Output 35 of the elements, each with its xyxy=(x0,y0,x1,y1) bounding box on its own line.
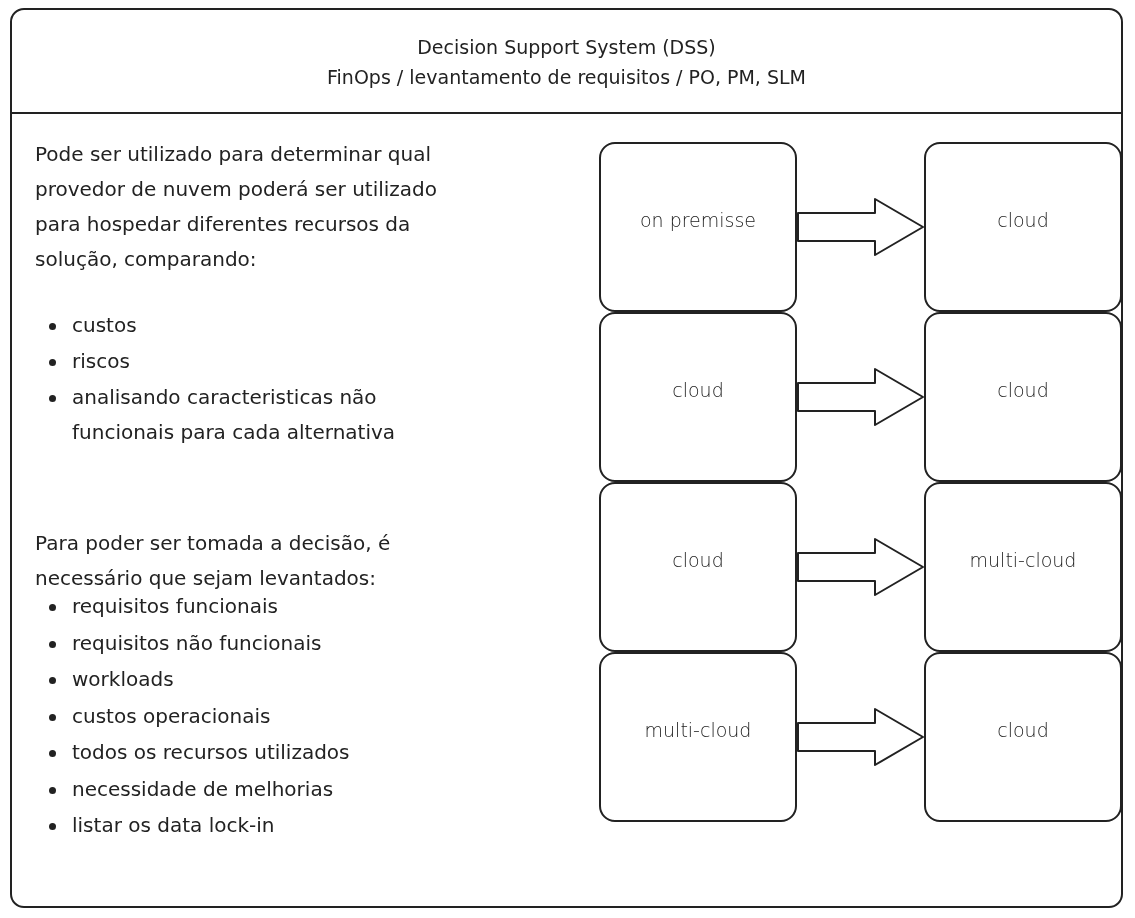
process-box xyxy=(599,142,797,312)
block-arrow xyxy=(797,368,924,426)
list-item: workloads xyxy=(72,666,175,693)
list-item: necessidade de melhorias xyxy=(72,776,335,803)
box-label: cloud xyxy=(672,549,724,571)
list-item: listar os data lock-in xyxy=(72,812,276,839)
process-box xyxy=(599,312,797,482)
box-label: cloud xyxy=(997,209,1049,231)
process-box xyxy=(599,652,797,822)
panel-subheading: FinOps / levantamento de requisitos / PO, PM, SLM xyxy=(326,66,807,88)
list-item: requisitos funcionais xyxy=(72,593,279,620)
list-item: todos os recursos utilizados xyxy=(72,739,351,766)
process-box xyxy=(924,312,1122,482)
list-item: requisitos não funcionais xyxy=(72,630,323,657)
box-label: multi-cloud xyxy=(644,719,752,741)
frame-panel xyxy=(10,8,1123,908)
list-item: custos xyxy=(72,312,138,339)
box-label: cloud xyxy=(997,379,1049,401)
paragraph: Pode ser utilizado para determinar qual provedor de nuvem poderá ser utilizado para hospedar diferentes recursos da solução, comparando: xyxy=(35,141,438,273)
process-box xyxy=(599,482,797,652)
list-item: riscos xyxy=(72,348,131,375)
paragraph: Para poder ser tomada a decisão, é necessário que sejam levantados: xyxy=(35,530,392,592)
panel-heading: Decision Support System (DSS) xyxy=(416,36,717,58)
process-box xyxy=(924,482,1122,652)
process-box xyxy=(924,652,1122,822)
box-label: multi-cloud xyxy=(969,549,1077,571)
box-label: cloud xyxy=(672,379,724,401)
box-label: cloud xyxy=(997,719,1049,741)
list-item: custos operacionais xyxy=(72,703,272,730)
box-label: on premisse xyxy=(639,209,757,231)
block-arrow xyxy=(797,198,924,256)
list-item: analisando caracteristicas não funcionais para cada alternativa xyxy=(72,384,397,446)
block-arrow xyxy=(797,708,924,766)
process-box xyxy=(924,142,1122,312)
block-arrow xyxy=(797,538,924,596)
